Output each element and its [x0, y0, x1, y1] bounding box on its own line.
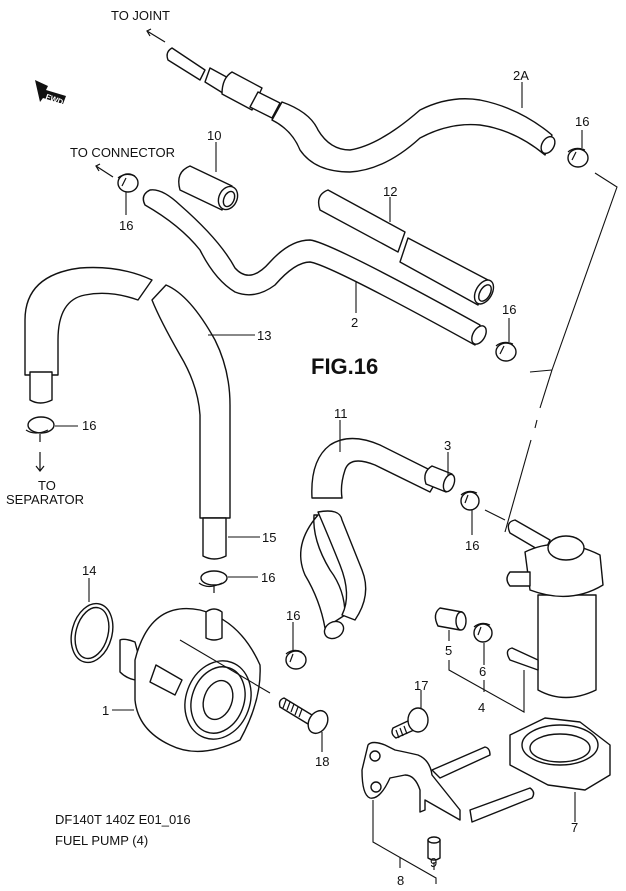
hose-13[interactable]	[24, 266, 231, 519]
label-16: 16	[286, 608, 300, 623]
to-separator-note: TO SEPARATOR	[6, 452, 84, 507]
to-joint-label: TO JOINT	[111, 8, 170, 23]
o-ring-14[interactable]	[65, 599, 119, 667]
hose-2[interactable]	[142, 189, 489, 347]
clip-16-pump[interactable]	[198, 570, 228, 593]
hose-11[interactable]	[299, 437, 441, 642]
protector-12[interactable]	[317, 189, 498, 307]
to-joint-arrow-icon	[146, 30, 166, 43]
label-16: 16	[502, 302, 516, 317]
clip-16-connector[interactable]	[117, 173, 139, 193]
bolt-18[interactable]	[278, 697, 332, 737]
filter-holder-7[interactable]	[509, 717, 611, 791]
label-16: 16	[119, 218, 133, 233]
label-1: 1	[102, 703, 109, 718]
hose-joint-15[interactable]	[202, 517, 227, 560]
label-16: 16	[575, 114, 589, 129]
clip-16-mid[interactable]	[495, 341, 517, 362]
joint-segment	[249, 91, 281, 119]
bolt-17[interactable]	[391, 707, 429, 739]
label-15: 15	[262, 530, 276, 545]
hose-2a-body	[271, 98, 553, 173]
fwd-indicator: FWD	[35, 80, 66, 107]
forward-arrow-icon	[35, 80, 66, 104]
label-16: 16	[261, 570, 275, 585]
protector-10[interactable]	[178, 165, 241, 213]
bracket-8[interactable]	[361, 741, 535, 823]
collar-9[interactable]	[427, 836, 441, 861]
label-13: 13	[257, 328, 271, 343]
arrowhead-icon	[146, 28, 152, 37]
to-connector-arrow-icon	[95, 165, 114, 178]
clip-16-pump-right[interactable]	[285, 649, 307, 670]
fuel-pump-1[interactable]	[119, 607, 262, 753]
joint-segment	[221, 71, 263, 111]
protector-5[interactable]	[434, 607, 467, 631]
clip-16-top-right[interactable]	[567, 147, 589, 168]
figure-code: DF140T 140Z E01_016	[55, 812, 191, 827]
hose-segment	[166, 47, 206, 81]
label-3: 3	[444, 438, 451, 453]
hose-joint-15-left[interactable]	[29, 371, 53, 404]
to-separator-label-line1: TO	[38, 478, 56, 493]
clip-6[interactable]	[473, 622, 493, 643]
label-14: 14	[82, 563, 96, 578]
label-2: 2	[351, 315, 358, 330]
figure-title: FIG.16	[311, 354, 378, 379]
to-separator-label-line2: SEPARATOR	[6, 492, 84, 507]
label-4: 4	[478, 700, 485, 715]
label-7: 7	[571, 820, 578, 835]
label-10: 10	[207, 128, 221, 143]
label-2a: 2A	[513, 68, 529, 83]
label-8: 8	[397, 873, 404, 888]
clip-16-left[interactable]	[25, 416, 55, 442]
to-connector-note: TO CONNECTOR	[70, 145, 175, 178]
hose-joint-3[interactable]	[424, 465, 457, 493]
label-6: 6	[479, 664, 486, 679]
clip-body	[567, 148, 589, 168]
label-16: 16	[465, 538, 479, 553]
fwd-label: FWD	[44, 92, 64, 107]
label-16: 16	[82, 418, 96, 433]
label-17: 17	[414, 678, 428, 693]
label-11: 11	[334, 406, 348, 421]
label-12: 12	[383, 184, 397, 199]
fuel-filter-4[interactable]	[506, 519, 604, 699]
label-18: 18	[315, 754, 329, 769]
hose-2a[interactable]	[166, 47, 558, 173]
to-connector-label: TO CONNECTOR	[70, 145, 175, 160]
figure-name: FUEL PUMP (4)	[55, 833, 148, 848]
label-5: 5	[445, 643, 452, 658]
to-joint-note: TO JOINT	[111, 8, 170, 43]
clip-16-filter[interactable]	[460, 490, 480, 511]
label-9: 9	[430, 855, 437, 870]
hose-end	[540, 135, 556, 155]
